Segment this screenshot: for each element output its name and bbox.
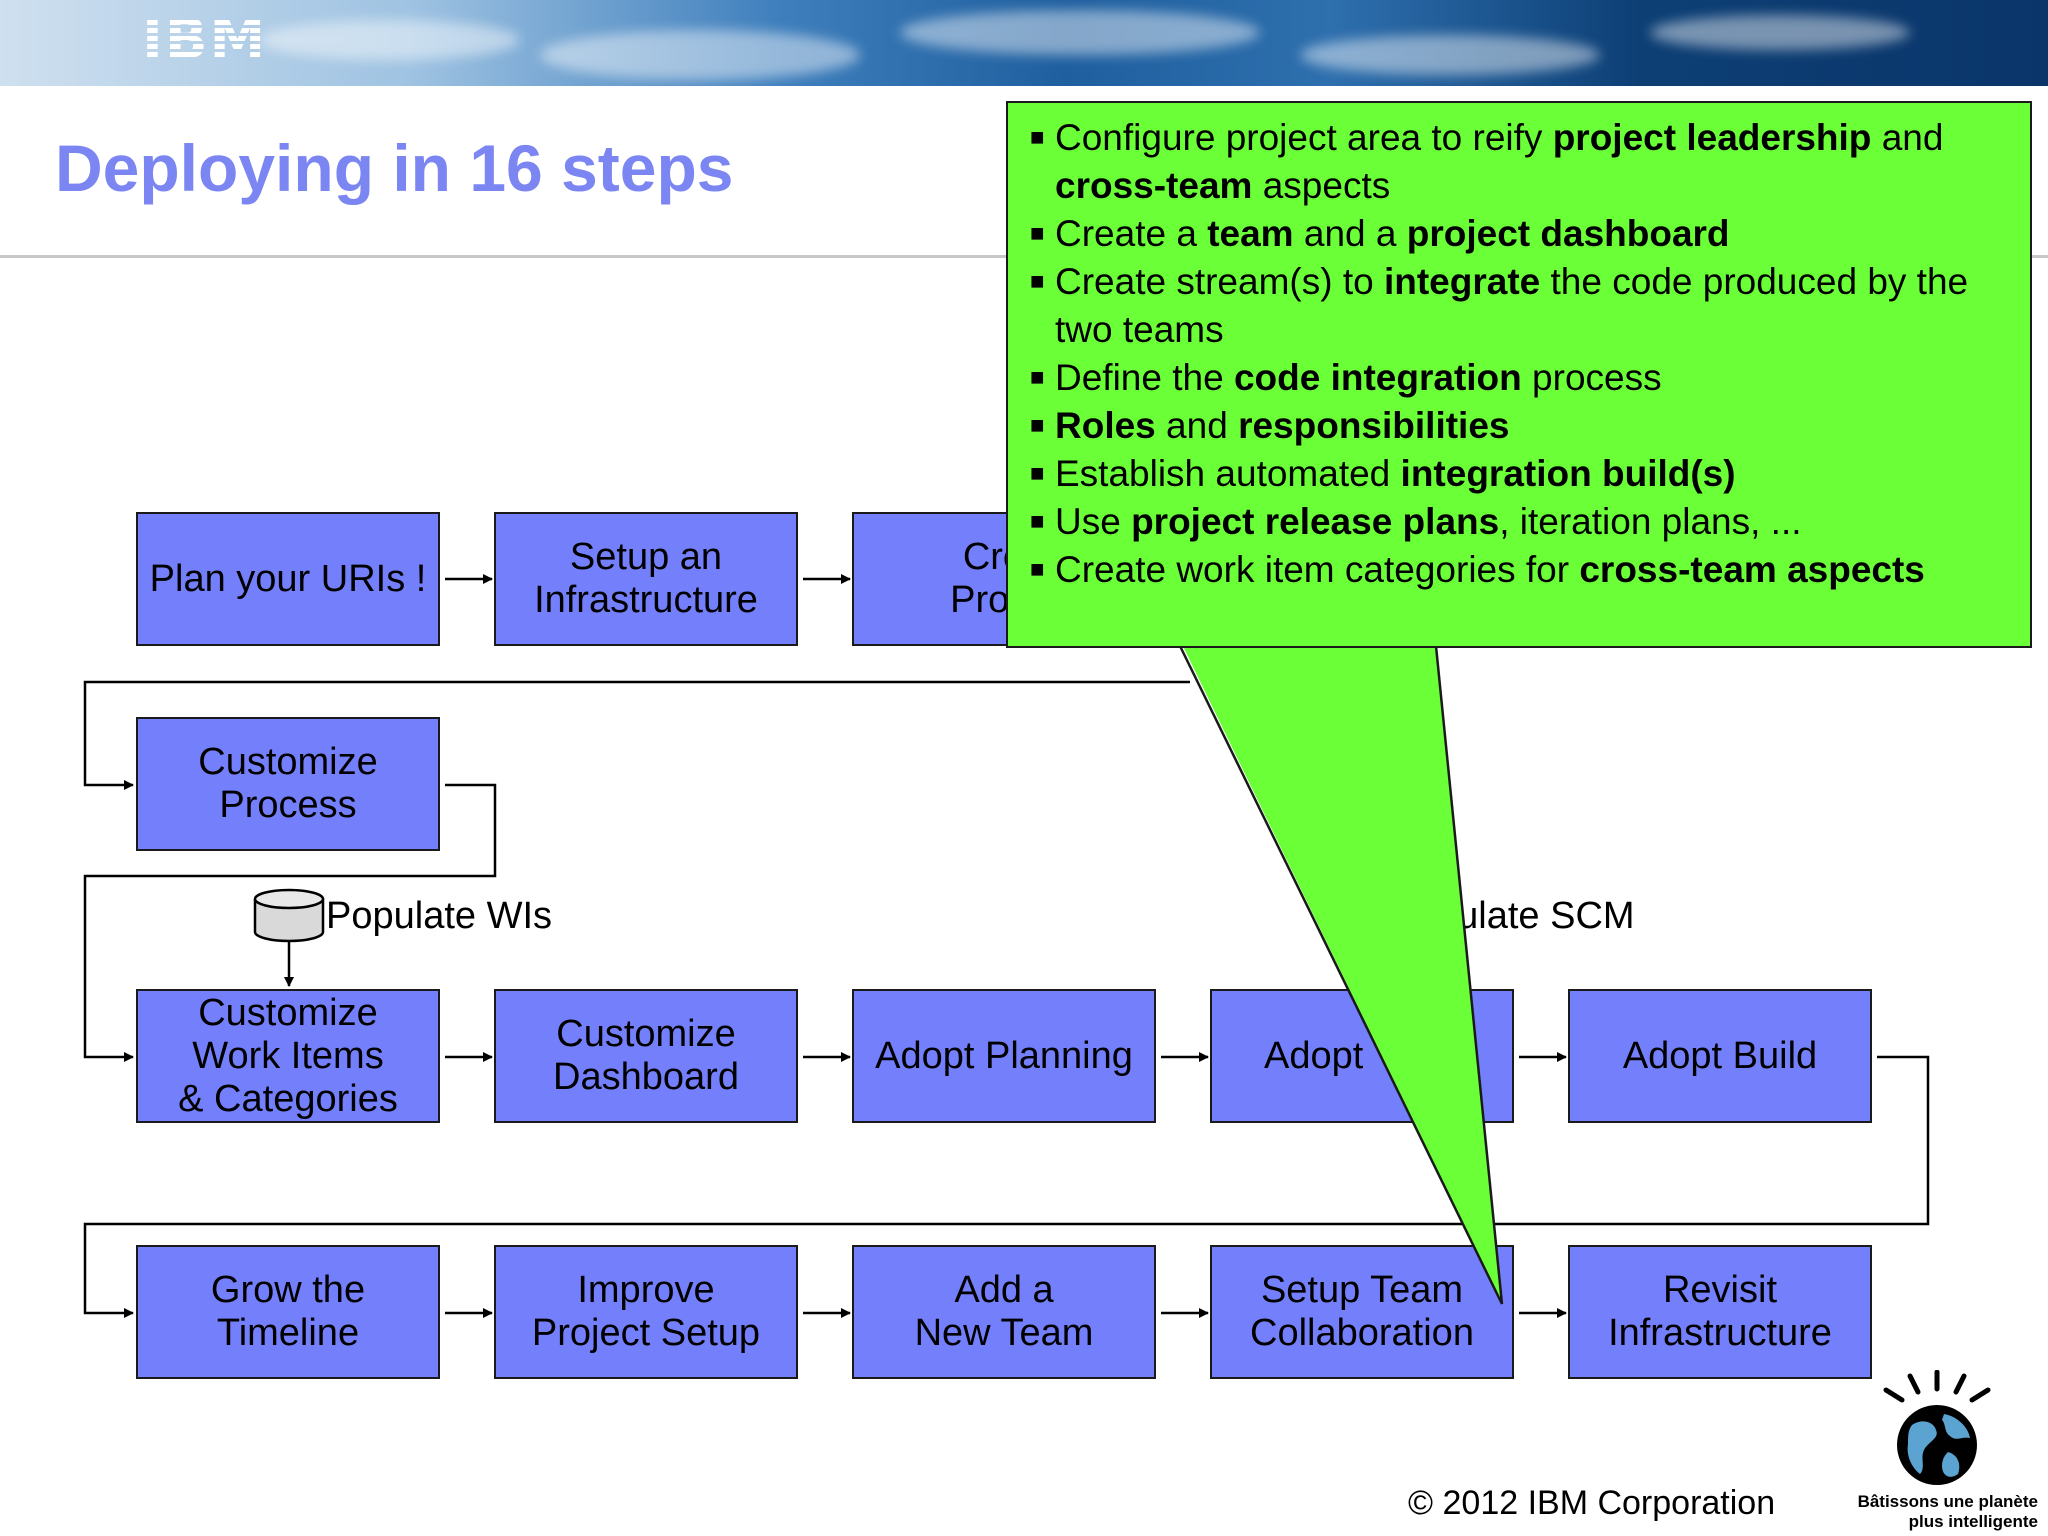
step-adopt-planning: Adopt Planning bbox=[852, 989, 1156, 1123]
bullet-marker: ■ bbox=[1030, 412, 1045, 439]
step-customize-process: Customize Process bbox=[136, 717, 440, 851]
step-add-new-team: Add a New Team bbox=[852, 1245, 1156, 1379]
bullet-marker: ■ bbox=[1030, 460, 1045, 487]
callout-bold-text: integration build(s) bbox=[1400, 453, 1736, 494]
callout-text: and bbox=[1871, 117, 1944, 158]
callout-text: process bbox=[1521, 357, 1662, 398]
tagline-line-1: Bâtissons une planète bbox=[1857, 1492, 2038, 1511]
callout-box bbox=[1006, 101, 2032, 648]
step-setup-infrastructure: Setup an Infrastructure bbox=[494, 512, 798, 646]
callout-text: Create stream(s) to bbox=[1055, 261, 1384, 302]
bullet-marker: ■ bbox=[1030, 220, 1045, 247]
callout-text: the code produced by the two teams bbox=[1055, 261, 1969, 350]
tagline: Bâtissons une planète plus intelligente bbox=[1858, 1492, 2038, 1532]
callout-text: Create a bbox=[1055, 213, 1208, 254]
step-adopt-build: Adopt Build bbox=[1568, 989, 1872, 1123]
callout-bullet: ■ Roles and responsibilities bbox=[1030, 402, 2020, 450]
callout-bold-text: code integration bbox=[1233, 357, 1522, 398]
tagline-line-2: plus intelligente bbox=[1908, 1512, 2038, 1531]
callout-bullet: ■ Create work item categories for cross-t… bbox=[1030, 546, 2020, 594]
callout-bold-text: integrate bbox=[1383, 261, 1541, 302]
bullet-marker: ■ bbox=[1030, 556, 1045, 583]
callout-text: Define the bbox=[1055, 357, 1234, 398]
callout-bullet: ■ Use project release plans, iteration pl… bbox=[1030, 498, 2020, 546]
callout-bold-text: responsibilities bbox=[1238, 405, 1510, 446]
callout-bold-text: Roles bbox=[1055, 405, 1156, 446]
callout-text: aspects bbox=[1252, 165, 1391, 206]
step-plan-uris: Plan your URIs ! bbox=[136, 512, 440, 646]
bullet-marker: ■ bbox=[1030, 508, 1045, 535]
step-grow-timeline: Grow the Timeline bbox=[136, 1245, 440, 1379]
callout-bold-text: cross-team aspects bbox=[1579, 549, 1925, 590]
callout-bold-text: cross-team bbox=[1055, 165, 1253, 206]
callout-text: , iteration plans, ... bbox=[1499, 501, 1802, 542]
ibm-logo: IBM bbox=[142, 7, 268, 72]
page-title: Deploying in 16 steps bbox=[55, 131, 734, 205]
callout-bullet-list: ■ Configure project area to reify project… bbox=[1030, 114, 2020, 594]
step-customize-work-items: Customize Work Items & Categories bbox=[136, 989, 440, 1123]
callout-bullet: ■ Define the code integration process bbox=[1030, 354, 2020, 402]
step-setup-team-collaboration: Setup Team Collaboration bbox=[1210, 1245, 1514, 1379]
bullet-marker: ■ bbox=[1030, 364, 1045, 391]
populate-wis-label: Populate WIs bbox=[326, 895, 552, 937]
callout-bullet: ■ Create a team and a project dashboard bbox=[1030, 210, 2020, 258]
callout-bold-text: project dashboard bbox=[1406, 213, 1730, 254]
callout-text: Configure project area to reify bbox=[1055, 117, 1553, 158]
database-icon bbox=[253, 888, 325, 943]
callout-text: and a bbox=[1293, 213, 1407, 254]
step-customize-dashboard: Customize Dashboard bbox=[494, 989, 798, 1123]
bullet-marker: ■ bbox=[1030, 268, 1045, 295]
callout-text: and bbox=[1155, 405, 1239, 446]
callout-bullet: ■ Establish automated integration build(s… bbox=[1030, 450, 2020, 498]
callout-text: Create work item categories for bbox=[1055, 549, 1580, 590]
callout-bold-text: project leadership bbox=[1552, 117, 1872, 158]
header-banner: IBM bbox=[0, 0, 2048, 86]
callout-bullet: ■ Configure project area to reify project… bbox=[1030, 114, 2020, 210]
step-revisit-infrastructure: Revisit Infrastructure bbox=[1568, 1245, 1872, 1379]
callout-text: Use bbox=[1055, 501, 1132, 542]
callout-bold-text: project release plans bbox=[1131, 501, 1500, 542]
callout-text: Establish automated bbox=[1055, 453, 1401, 494]
populate-scm-label: pulate SCM bbox=[1436, 895, 1635, 937]
step-improve-project-setup: Improve Project Setup bbox=[494, 1245, 798, 1379]
smarter-planet-logo bbox=[1883, 1370, 1991, 1485]
callout-bold-text: team bbox=[1207, 213, 1294, 254]
copyright: © 2012 IBM Corporation bbox=[1408, 1484, 1776, 1522]
callout-bullet: ■ Create stream(s) to integrate the code … bbox=[1030, 258, 2020, 354]
bullet-marker: ■ bbox=[1030, 124, 1045, 151]
